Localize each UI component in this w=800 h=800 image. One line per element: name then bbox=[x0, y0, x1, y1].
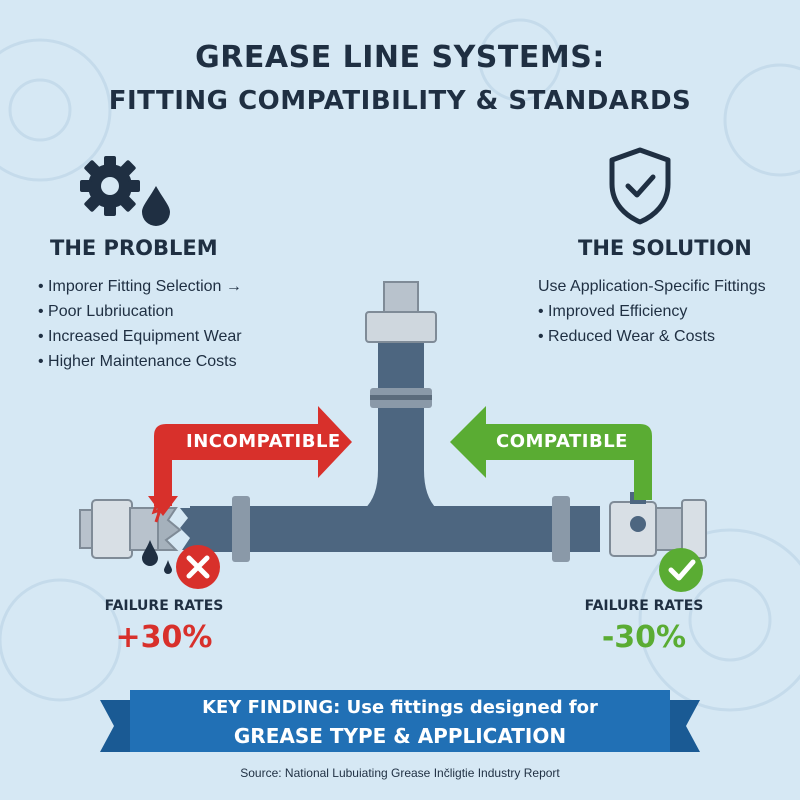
incompatible-arrow bbox=[154, 406, 352, 506]
page-title: GREASE LINE SYSTEMS: bbox=[195, 40, 605, 75]
incompatible-label: INCOMPATIBLE bbox=[186, 431, 341, 452]
key-finding-line1: KEY FINDING: Use fittings designed for bbox=[202, 697, 598, 718]
broken-joint bbox=[157, 507, 182, 551]
shield-check-icon bbox=[609, 147, 671, 225]
solution-list: • Improved Efficiency • Reduced Wear & C… bbox=[538, 299, 715, 349]
check-circle-icon bbox=[659, 548, 703, 592]
problem-heading: THE PROBLEM bbox=[50, 236, 218, 260]
right-failure-label: FAILURE RATES bbox=[584, 598, 704, 614]
problem-item: • Increased Equipment Wear bbox=[38, 328, 242, 345]
key-finding-line2: GREASE TYPE & APPLICATION bbox=[233, 724, 567, 748]
problem-item: • Higher Maintenance Costs bbox=[38, 353, 237, 370]
compatible-arrow bbox=[450, 406, 652, 500]
gear-with-oil-drop-icon bbox=[80, 156, 170, 226]
problem-item: • Poor Lubriucation bbox=[38, 303, 174, 320]
top-coupling bbox=[365, 311, 437, 343]
problem-list: • Imporer Fitting Selection → • Poor Lub… bbox=[38, 274, 242, 374]
right-failure-value: -30% bbox=[601, 620, 687, 655]
solution-heading: THE SOLUTION bbox=[578, 236, 752, 260]
left-collar bbox=[232, 496, 250, 562]
right-collar bbox=[552, 496, 570, 562]
solution-item: • Improved Efficiency bbox=[538, 303, 688, 320]
solution-lead: Use Application-Specific Fittings bbox=[538, 278, 766, 295]
compatible-label: COMPATIBLE bbox=[496, 431, 628, 452]
oil-drop-icon bbox=[142, 540, 158, 566]
left-failure-value: +30% bbox=[115, 620, 213, 655]
source-citation: Source: National Lubuiating Grease Inčli… bbox=[240, 766, 560, 780]
problem-item: • Imporer Fitting Selection → bbox=[38, 278, 242, 295]
solution-item: • Reduced Wear & Costs bbox=[538, 328, 715, 345]
left-failure-label: FAILURE RATES bbox=[104, 598, 224, 614]
page-subtitle: FITTING COMPATIBILITY & STANDARDS bbox=[108, 86, 692, 116]
horizontal-pipe bbox=[190, 506, 600, 552]
